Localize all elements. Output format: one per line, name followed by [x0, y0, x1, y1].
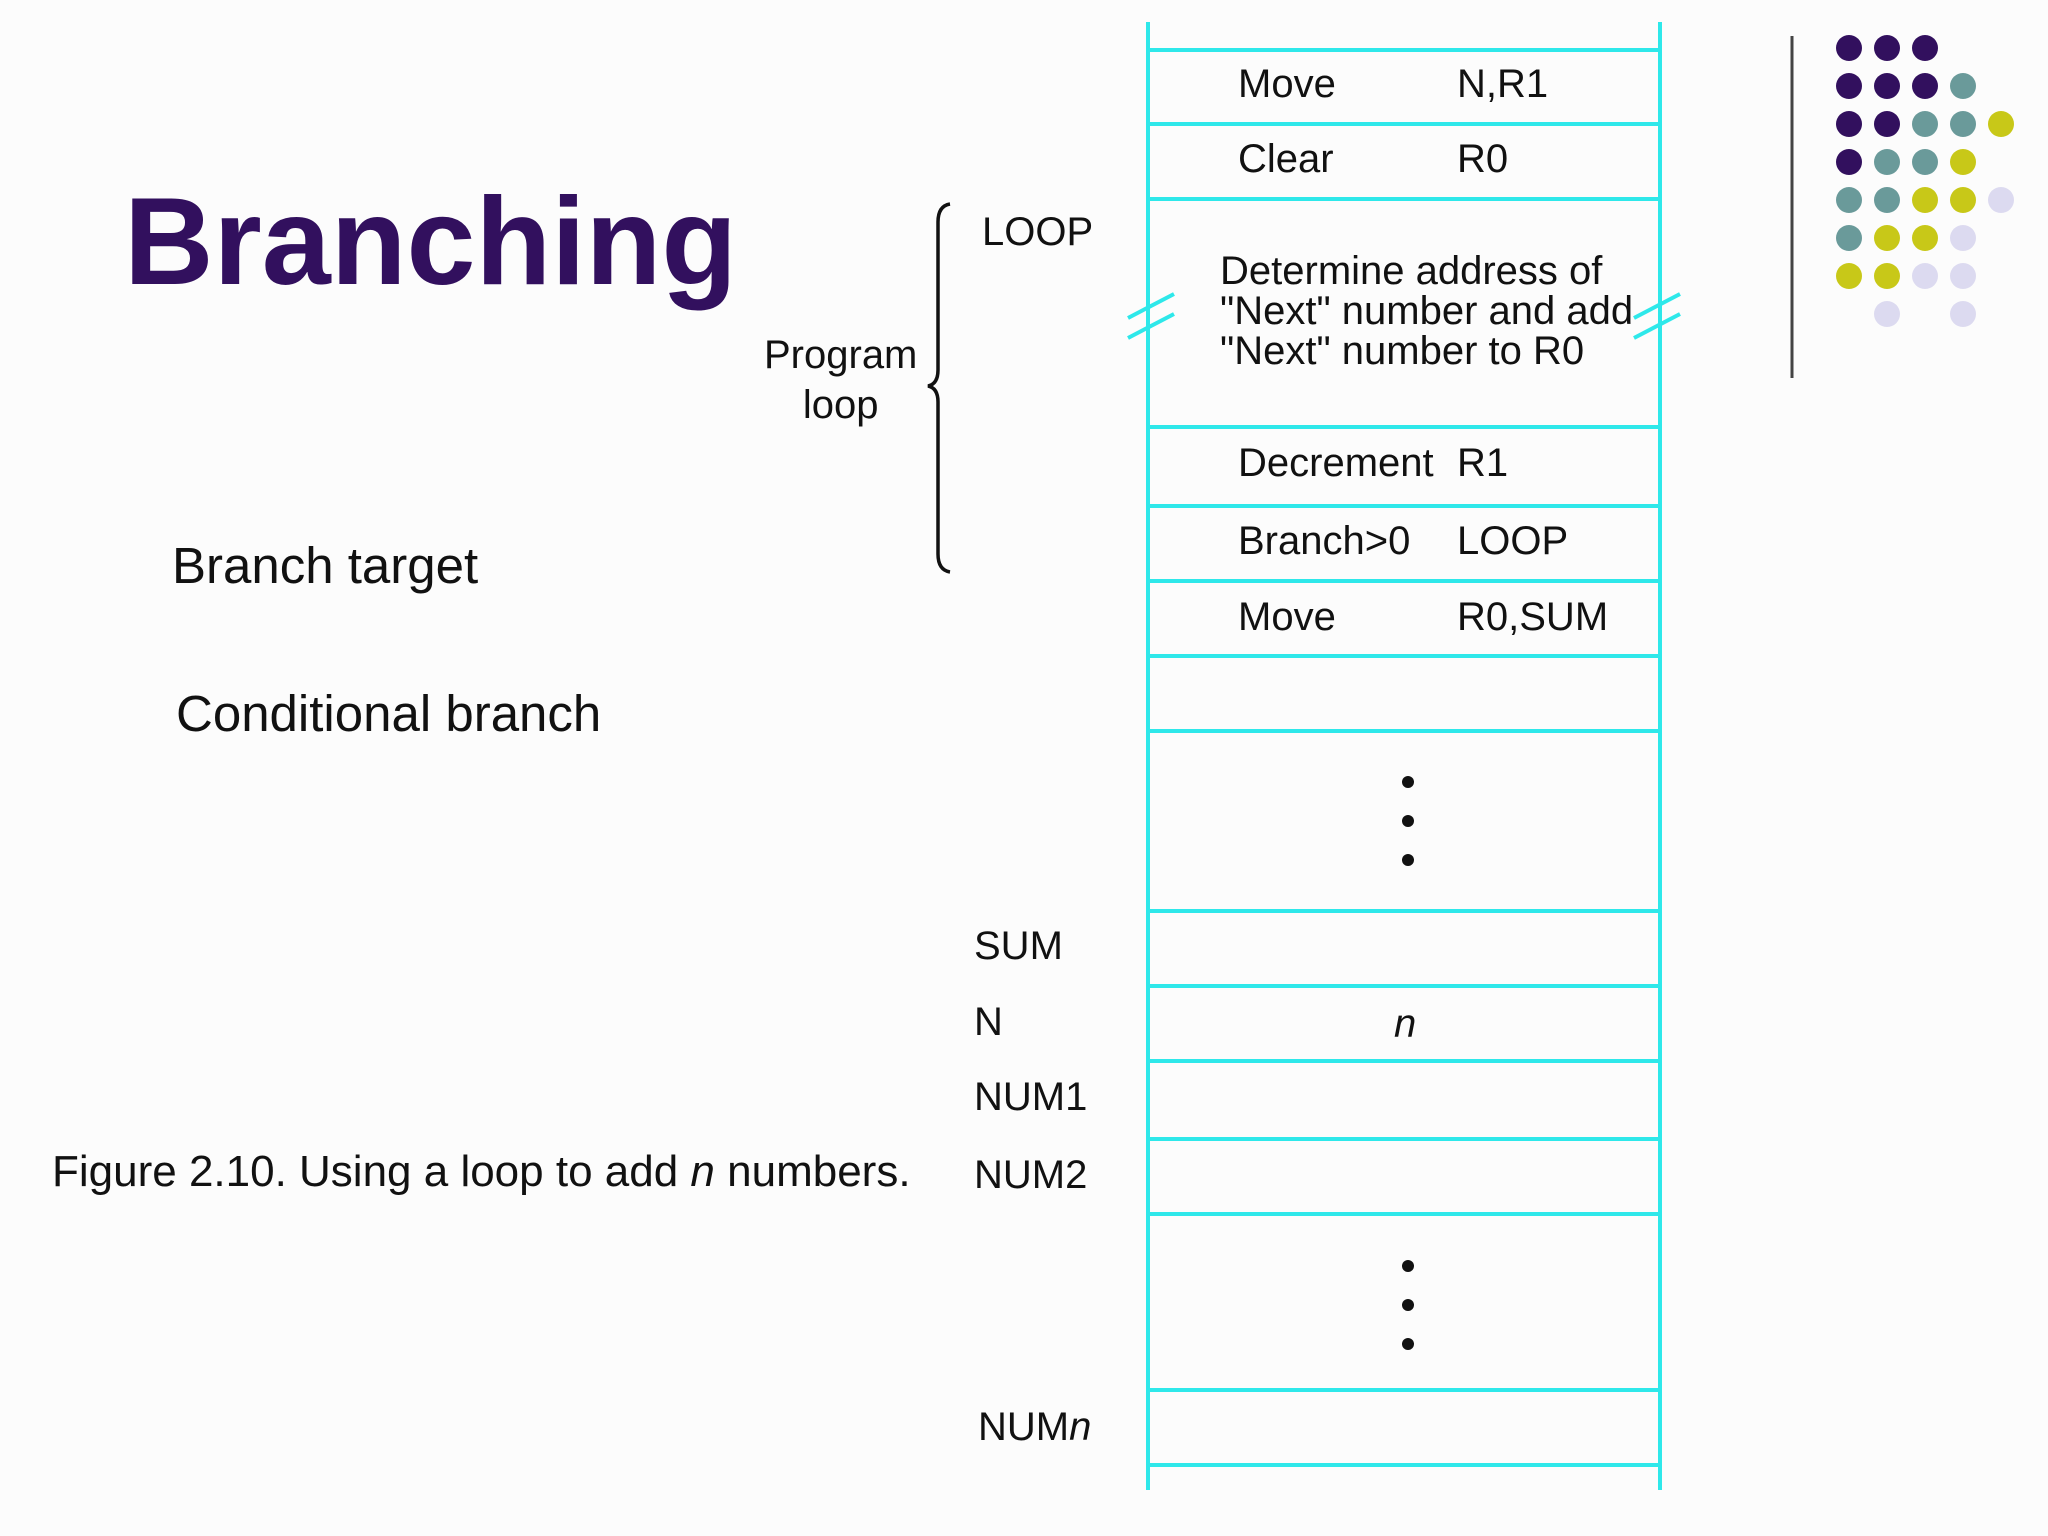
bullet-branch-target: Branch target: [172, 537, 479, 594]
ellipsis-dot: [1402, 1338, 1414, 1350]
figure-caption: Figure 2.10. Using a loop to add n numbe…: [52, 1150, 911, 1194]
ellipsis-dot: [1402, 815, 1414, 827]
instr-op: Move: [1238, 62, 1336, 106]
break-mark-right: [1633, 312, 1681, 340]
instr-arg: N,R1: [1457, 62, 1549, 106]
ellipsis-dot: [1402, 776, 1414, 788]
instr-arg: R0,SUM: [1457, 595, 1609, 639]
program-loop-label-line2: loop: [802, 383, 879, 427]
bullet-conditional-branch: Conditional branch: [176, 685, 602, 742]
label-loop: LOOP: [982, 210, 1094, 254]
instr-op: Branch>0: [1238, 519, 1411, 563]
decor-dot-grid: [1836, 35, 2014, 327]
instr-arg: R1: [1457, 441, 1509, 485]
ellipsis-dot: [1402, 854, 1414, 866]
caption-suffix: numbers.: [714, 1147, 911, 1196]
break-mark-right: [1633, 292, 1681, 320]
program-loop-label: Program loop: [764, 330, 917, 430]
loop-block-text: Determine address of "Next" number and a…: [1220, 249, 1634, 373]
instr-op: Move: [1238, 595, 1336, 639]
label-num1: NUM1: [974, 1075, 1088, 1119]
break-mark-left: [1127, 292, 1175, 320]
ellipsis-dot: [1402, 1260, 1414, 1272]
instr-op: Clear: [1238, 137, 1334, 181]
program-loop-brace: [927, 202, 951, 574]
label-n: N: [974, 1000, 1003, 1044]
label-numn: NUMn: [978, 1405, 1092, 1449]
caption-var: n: [690, 1147, 715, 1196]
program-loop-label-line1: Program: [764, 333, 918, 377]
ellipsis-dot: [1402, 1299, 1414, 1311]
label-sum: SUM: [974, 924, 1063, 968]
n-value: n: [1394, 1002, 1417, 1046]
slide-title: Branching: [124, 173, 738, 311]
instr-op: Decrement: [1238, 441, 1434, 485]
label-num2: NUM2: [974, 1153, 1088, 1197]
caption-prefix: Figure 2.10. Using a loop to add: [52, 1147, 691, 1196]
break-mark-left: [1127, 312, 1175, 340]
instr-arg: R0: [1457, 137, 1509, 181]
instr-arg: LOOP: [1457, 519, 1569, 563]
